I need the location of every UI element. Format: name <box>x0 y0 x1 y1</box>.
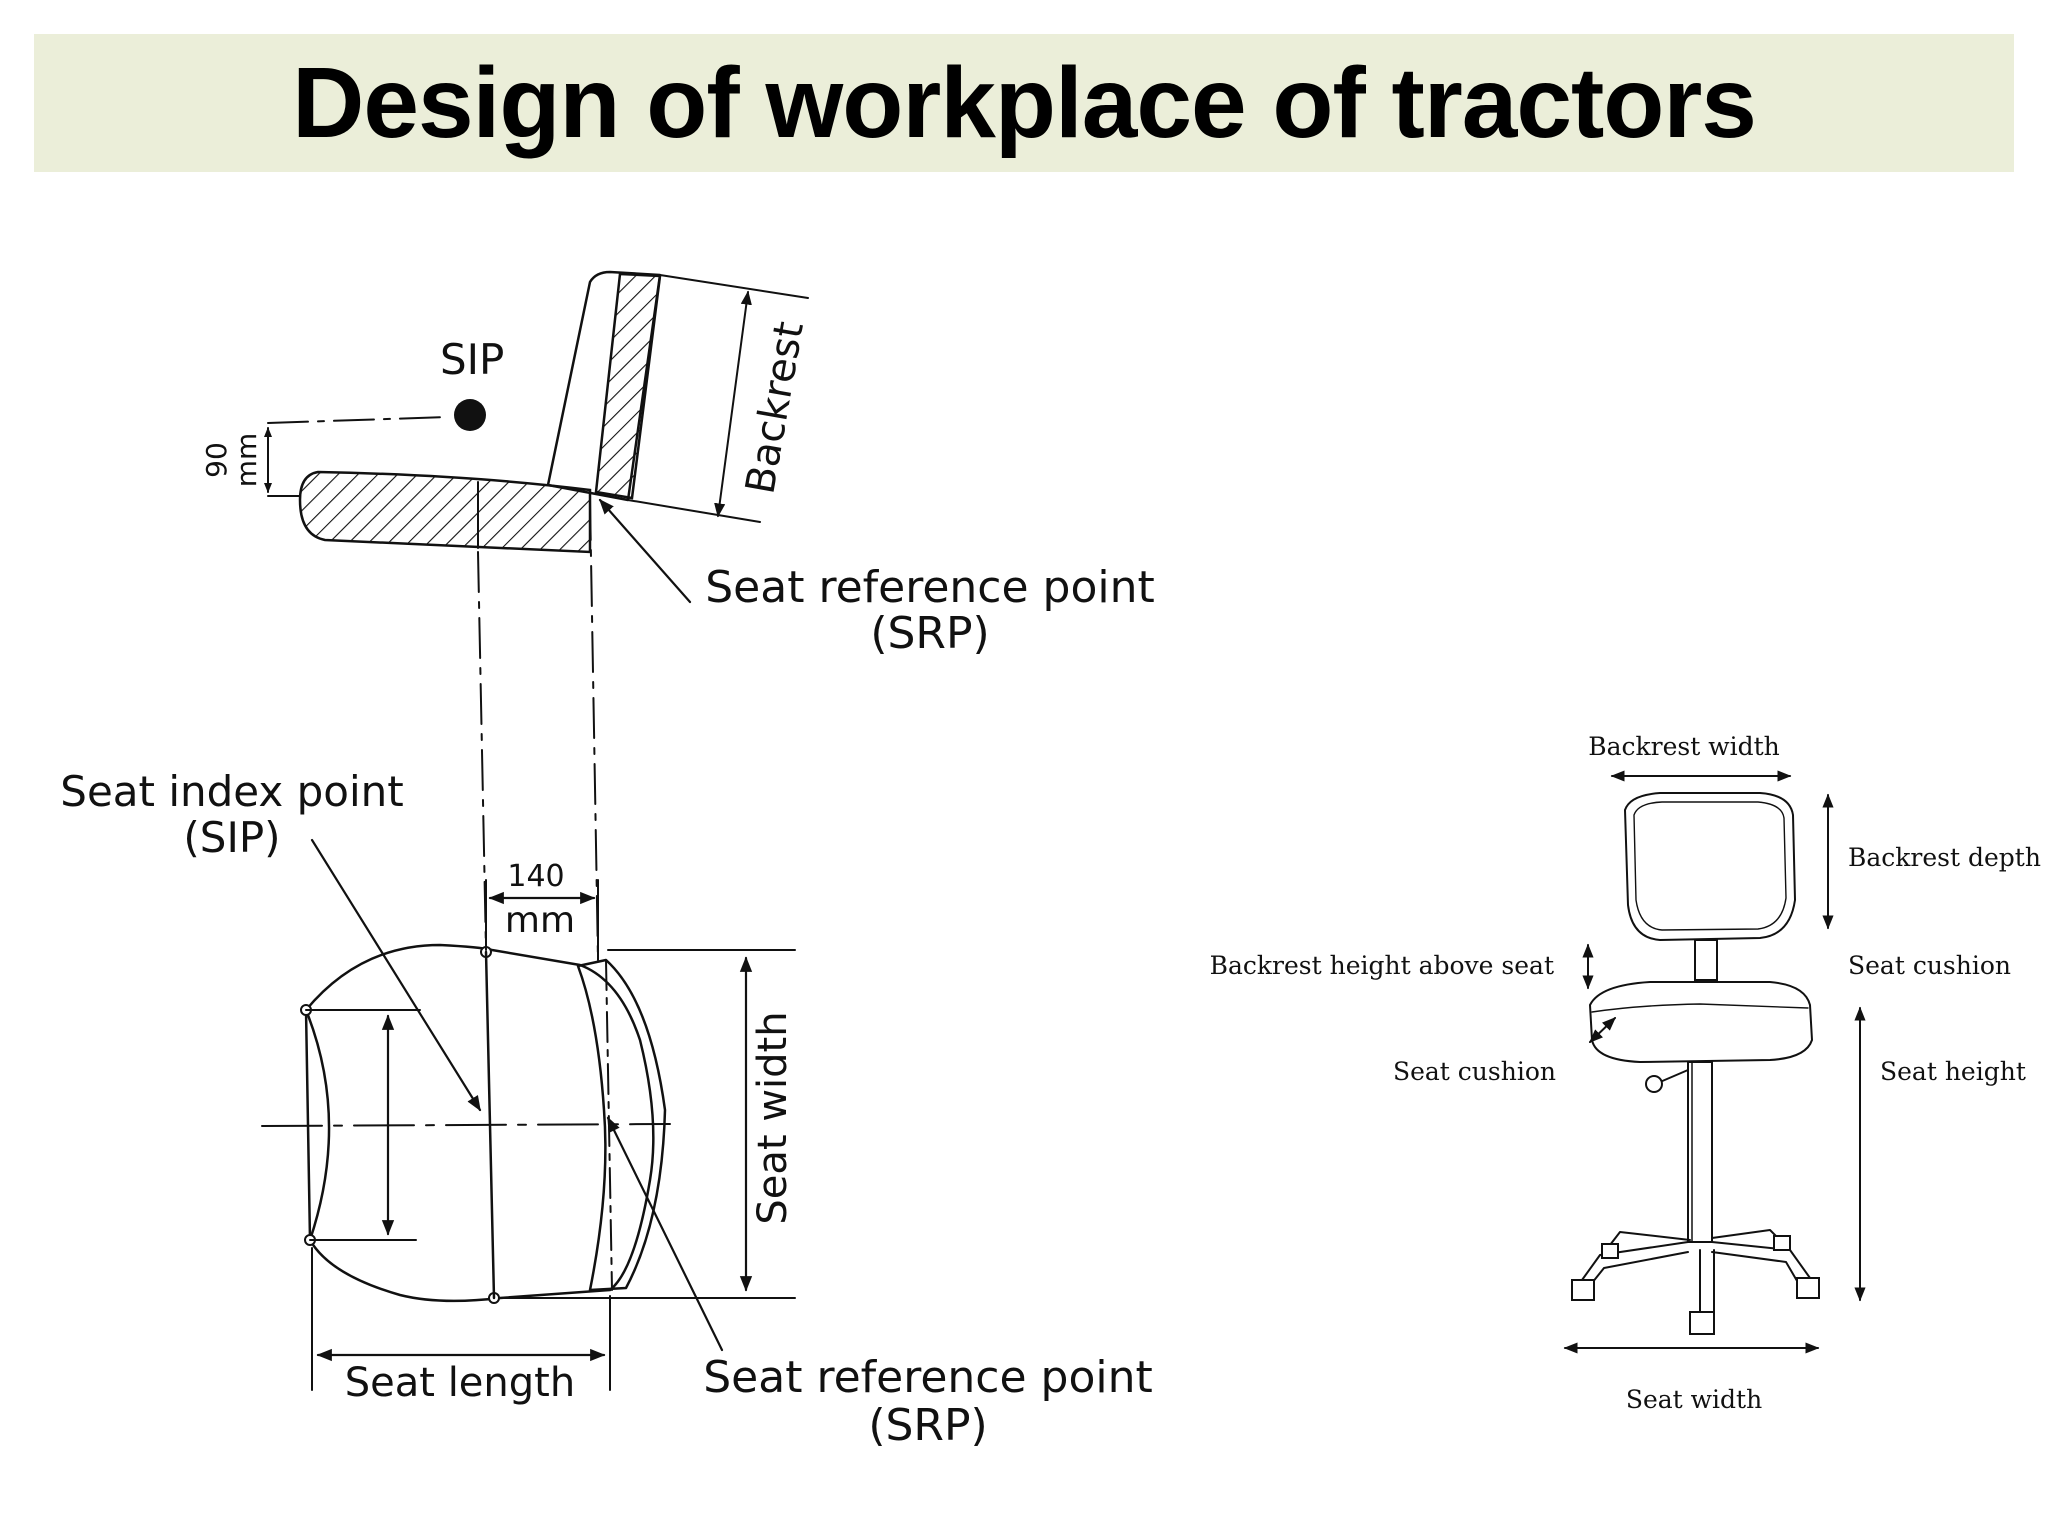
seat-cushion-arrow <box>1588 1017 1617 1043</box>
chair-backrest <box>1624 792 1796 941</box>
backrest-depth-label: Backrest depth <box>1848 843 2041 872</box>
srp-bottom-label-line2: (SRP) <box>868 1400 987 1451</box>
chair-backrest-post <box>1694 939 1718 981</box>
sip-dot <box>454 399 486 431</box>
srp-top-label-line1: Seat reference point <box>705 562 1155 613</box>
title-banner: Design of workplace of tractors <box>34 34 2014 172</box>
srp-top-label-line2: (SRP) <box>870 608 989 659</box>
seat-cushion-left-label: Seat cushion <box>1393 1057 1556 1086</box>
chair-seat-width-label: Seat width <box>1626 1385 1762 1414</box>
sip-full-label-line2: (SIP) <box>183 813 280 862</box>
backrest-height-label: Backrest height above seat <box>1210 951 1554 980</box>
side-view-diagram <box>264 270 809 961</box>
srp-bottom-leader <box>606 1116 724 1352</box>
sip-label: SIP <box>440 335 504 384</box>
seat-width-label: Seat width <box>750 1011 796 1224</box>
dim-140-label: 140 <box>507 859 564 894</box>
seat-cushion-right-label: Seat cushion <box>1848 951 2011 980</box>
sip-full-label-line1: Seat index point <box>60 767 403 816</box>
seat-length-label: Seat length <box>345 1360 575 1406</box>
seat-top-outline <box>304 943 655 1303</box>
page-title: Design of workplace of tractors <box>292 46 1757 159</box>
backrest-top-view <box>576 958 667 1292</box>
seat-cushion-side <box>298 470 592 554</box>
sip-leader <box>310 838 482 1112</box>
backrest-hatched-insert <box>594 272 662 500</box>
srp-bottom-label-line1: Seat reference point <box>703 1352 1153 1403</box>
chair-seat <box>1589 981 1813 1063</box>
chair-diagram <box>1563 770 1866 1354</box>
backrest-label: Backrest <box>737 318 812 497</box>
backrest-dimension-arrow <box>714 290 752 518</box>
dim-140-mm-label: mm <box>505 900 575 941</box>
dim-90-label: 90 <box>200 442 233 478</box>
dim-90-mm-label: mm <box>230 433 263 488</box>
srp-top-leader <box>598 498 692 604</box>
seat-height-label: Seat height <box>1880 1057 2026 1086</box>
backrest-width-label: Backrest width <box>1588 732 1780 761</box>
top-view-diagram <box>261 838 796 1391</box>
